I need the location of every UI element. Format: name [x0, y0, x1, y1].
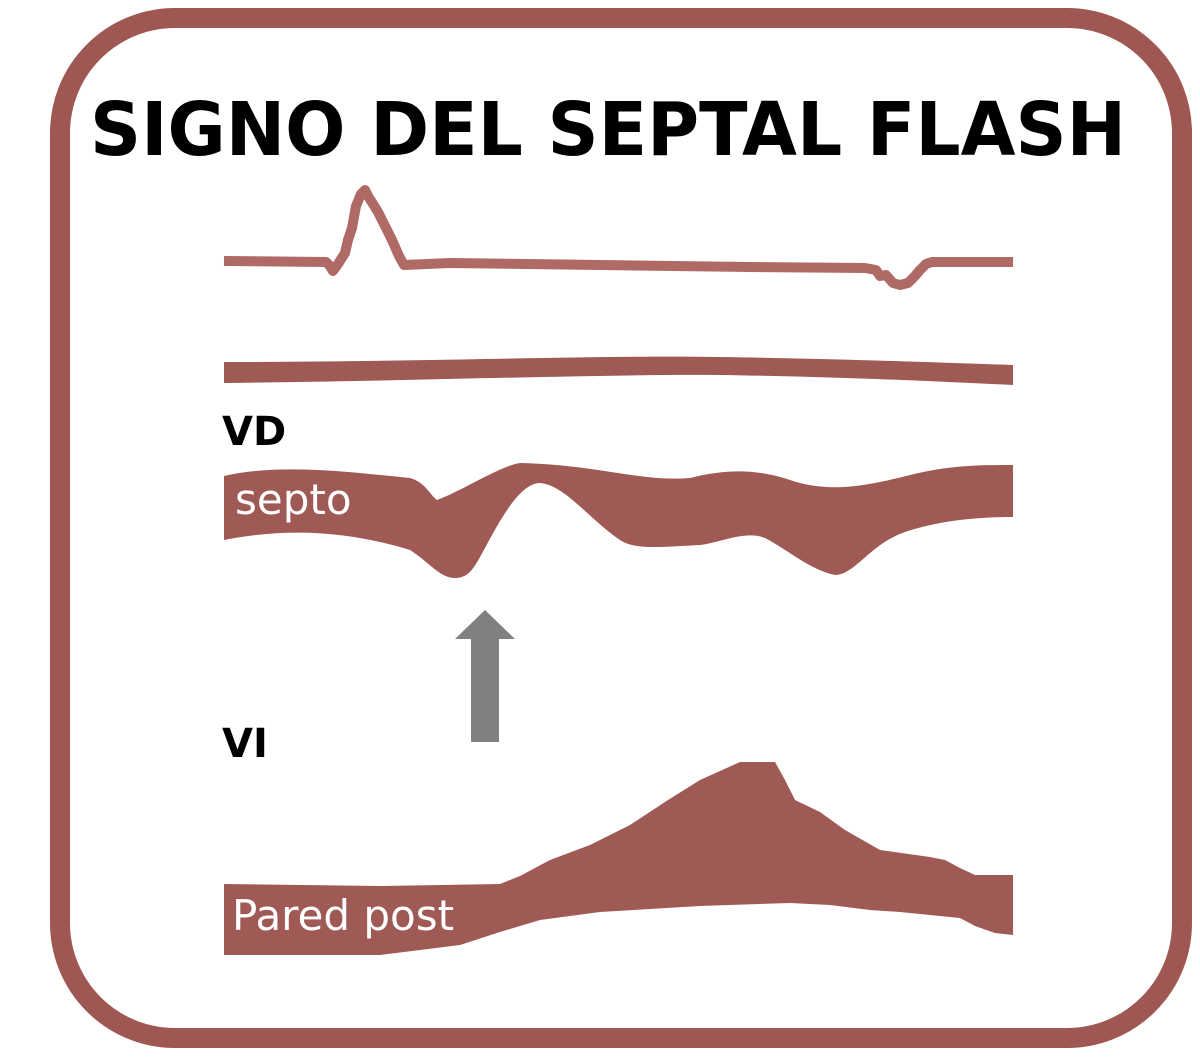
ecg-trace [223, 185, 1013, 290]
rv-anterior-wall [224, 356, 1013, 385]
label-septo: septo [235, 475, 352, 524]
label-vd: VD [222, 409, 286, 455]
up-arrow-icon [455, 610, 515, 742]
posterior-wall [224, 762, 1013, 955]
label-pared-post: Pared post [232, 891, 454, 940]
septum-wall [224, 463, 1013, 578]
label-vi: VI [222, 721, 268, 767]
diagram-title: SIGNO DEL SEPTAL FLASH [90, 87, 1126, 173]
